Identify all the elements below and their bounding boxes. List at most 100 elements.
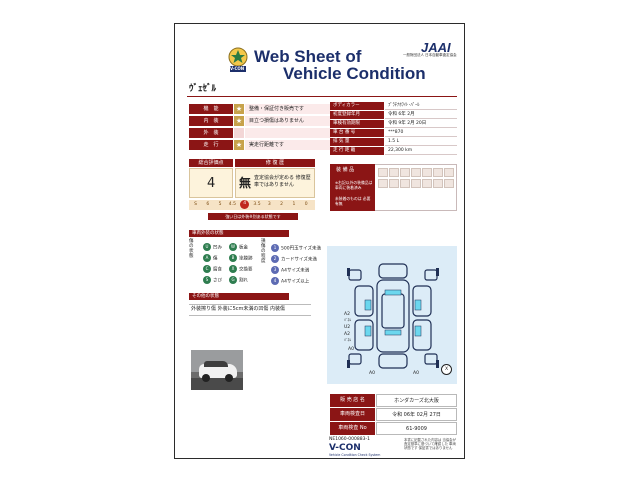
equipment-cell bbox=[378, 168, 388, 177]
group2-title: 損傷の程度 bbox=[261, 239, 266, 264]
equipment-cell bbox=[411, 168, 421, 177]
scale-level-S: S bbox=[191, 201, 200, 209]
a-icon: A bbox=[203, 254, 211, 262]
scale-level-3: 3 bbox=[264, 201, 274, 209]
damage-label-u2: U2 bbox=[344, 325, 351, 330]
rating-value-exterior bbox=[245, 128, 331, 138]
u-icon: U bbox=[203, 243, 211, 251]
repair-box bbox=[235, 168, 315, 198]
w-icon: W bbox=[229, 243, 237, 251]
info-value-color: ﾌﾟﾗﾁﾅﾎﾜｲﾄ･ﾊﾟｰﾙ bbox=[385, 102, 457, 110]
inspection-no-label: 車両検査 No bbox=[330, 422, 375, 435]
footer-brand-sub: Vehicle Condition Check System bbox=[329, 453, 381, 457]
scale-level-5: 5 bbox=[215, 201, 225, 209]
scale-note: 強い日は外装※別ある状態です bbox=[208, 213, 298, 220]
vehicle-name: ｳﾞｪｾﾞﾙ bbox=[189, 84, 217, 94]
rating-value-function: 整備・保証付き販売です bbox=[245, 104, 331, 114]
equipment-cell bbox=[400, 168, 410, 177]
info-value-chassis: ***870 bbox=[385, 129, 457, 137]
severity-4-icon: 4 bbox=[271, 277, 279, 285]
equipment-side bbox=[330, 164, 375, 211]
damage-label-a0-bottom: A0 bbox=[369, 371, 375, 376]
total-score-header: 総合評価点 bbox=[189, 159, 233, 167]
equipment-cell bbox=[400, 179, 410, 188]
damage-section-title: 車両外装の状態 bbox=[189, 230, 289, 237]
damage-diagram: A2 ﾊﾟﾈﾙ U2 A2 ﾊﾟﾈﾙ A0 A0 A0 X bbox=[327, 246, 457, 384]
rating-label-mileage: 走 行 bbox=[189, 140, 233, 150]
equipment-note2: 未装着のものは 必要有無 bbox=[335, 196, 371, 206]
damage-label-a2-second: A2 bbox=[344, 332, 350, 337]
vcon-laurel-icon bbox=[228, 47, 248, 72]
group1-title: 傷の状態 bbox=[189, 239, 194, 259]
dealer-label: 販 売 店 名 bbox=[330, 394, 375, 407]
divider bbox=[187, 96, 457, 97]
dealer-value: ホンダカーズ北大阪 bbox=[376, 394, 457, 407]
title-line2: Vehicle Condition bbox=[283, 64, 426, 83]
g-icon: G bbox=[229, 276, 237, 284]
divider bbox=[189, 304, 311, 305]
scale-level-0: 0 bbox=[301, 201, 311, 209]
divider bbox=[189, 315, 311, 316]
rating-label-function: 機 能 bbox=[189, 104, 233, 114]
repair-text: 査定協会が定める 修復歴車ではありません bbox=[254, 175, 311, 188]
star-icon: ★ bbox=[234, 104, 244, 114]
jaai-org-name: 一般財団法人 日本自動車査定協会 bbox=[403, 53, 457, 57]
info-label-inspection-expiry: 車検有効期限 bbox=[330, 120, 384, 128]
inspection-date-value: 令和 06年 02月 27日 bbox=[376, 408, 457, 421]
vehicle-condition-sheet: V-CON Web Sheet of Vehicle Condition JAA… bbox=[174, 23, 465, 459]
b-icon: B bbox=[229, 254, 237, 262]
inspection-no-value: 61-9009 bbox=[376, 422, 457, 435]
footer-disclaimer: 本書に記載された内容は 当協会が 査定基準に基づいて確認した 車両状態です 保証… bbox=[404, 438, 456, 451]
rating-value-interior: 目立つ損傷はありません bbox=[245, 116, 331, 126]
total-score: 4 bbox=[207, 176, 216, 191]
footer-brand: V-CON bbox=[329, 443, 361, 453]
info-label-first-reg: 初度登録年月 bbox=[330, 111, 384, 119]
x-icon: X bbox=[229, 265, 237, 273]
equipment-cell bbox=[422, 179, 432, 188]
info-value-inspection-expiry: 令和 9年 2月 20日 bbox=[385, 120, 457, 128]
info-label-color: ボディカラー bbox=[330, 102, 384, 110]
scale-level-6: 6 bbox=[203, 201, 213, 209]
equipment-cell bbox=[444, 179, 454, 188]
rating-label-exterior: 外 装 bbox=[189, 128, 233, 138]
other-info-text: 外装擦り傷 外装に5cm未満の凹傷 内装傷 bbox=[191, 306, 285, 312]
equipment-cell bbox=[433, 168, 443, 177]
info-value-displacement: 1.5 L bbox=[385, 138, 457, 146]
rating-value-mileage: 実走行距離です bbox=[245, 140, 331, 150]
title-line1: Web Sheet of bbox=[254, 47, 362, 66]
scale-level-4-5: 4.5 bbox=[227, 201, 237, 209]
info-label-displacement: 排 気 量 bbox=[330, 138, 384, 146]
damage-label-a0-right: A0 bbox=[413, 371, 419, 376]
s-icon: S bbox=[203, 276, 211, 284]
equipment-title: 装 備 品 bbox=[336, 167, 355, 173]
score-scale-bar bbox=[189, 200, 315, 210]
repair-status: 無 bbox=[239, 176, 252, 190]
star-icon: ★ bbox=[234, 140, 244, 150]
severity-1-icon: 1 bbox=[271, 244, 279, 252]
info-value-first-reg: 令和 6年 2月 bbox=[385, 111, 457, 119]
info-label-chassis: 車 台 番 号 bbox=[330, 129, 384, 137]
severity-3-icon: 3 bbox=[271, 266, 279, 274]
damage-label-a0-left: A0 bbox=[348, 347, 354, 352]
equipment-note: ※右記以外の装備品は 車両に装着済み bbox=[335, 180, 373, 190]
x-marker: X bbox=[441, 364, 452, 375]
vehicle-photo bbox=[191, 350, 243, 390]
c-icon: C bbox=[203, 265, 211, 273]
car-layout-diagram bbox=[347, 263, 439, 369]
score-box bbox=[189, 168, 233, 198]
star-empty-icon bbox=[234, 128, 244, 138]
vcon-badge-label: V-CON bbox=[230, 66, 245, 71]
damage-label-a2: A2 bbox=[344, 312, 350, 317]
damage-label-panel-second: ﾊﾟﾈﾙ bbox=[344, 338, 351, 342]
star-icon: ★ bbox=[234, 116, 244, 126]
